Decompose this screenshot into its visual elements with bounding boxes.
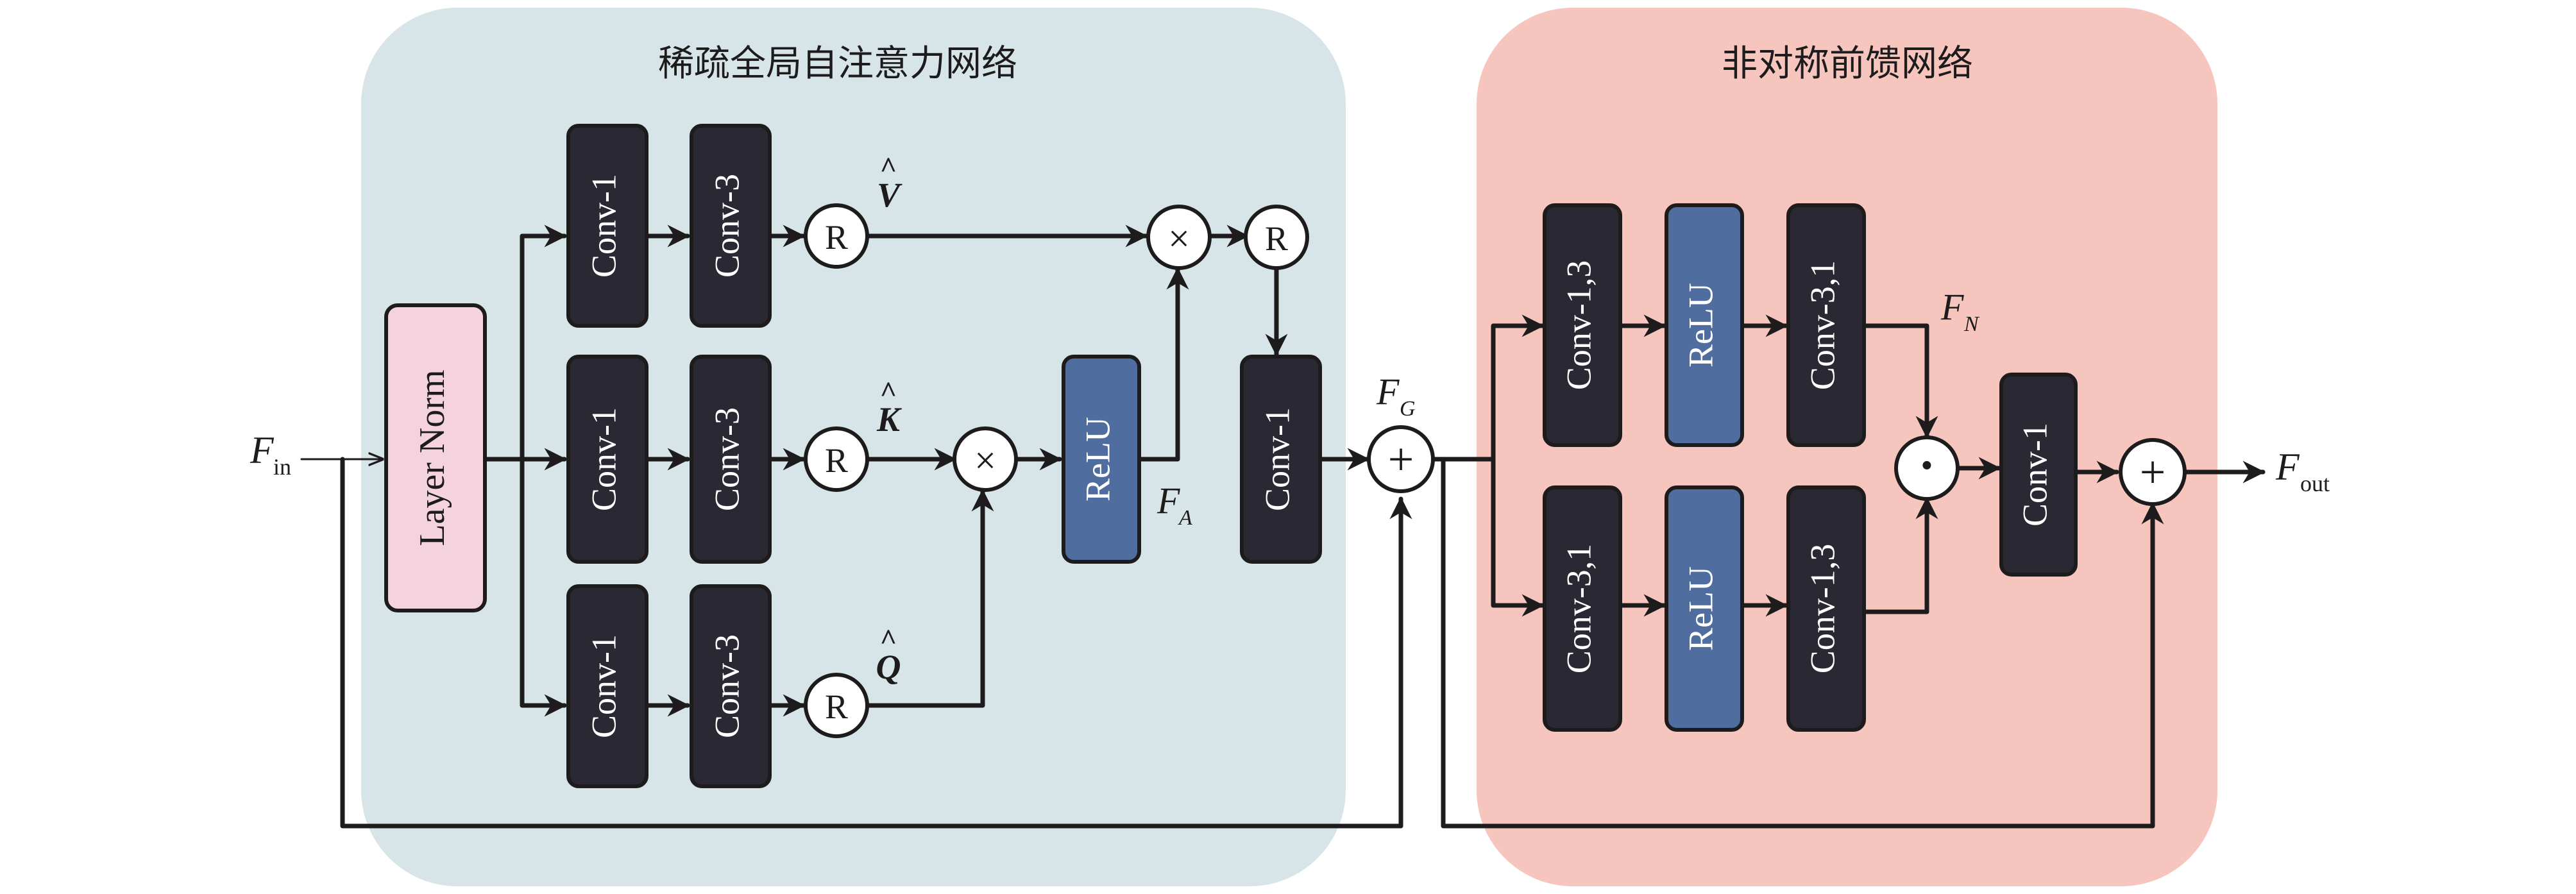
edge-relu-to-multiply-top xyxy=(1137,267,1189,462)
relu-attention-label: ReLU xyxy=(1078,417,1117,502)
reshape-q-symbol: R xyxy=(825,687,848,726)
edge-branch-to-ffn-top xyxy=(1491,314,1545,462)
add-ffn-symbol: + xyxy=(2140,446,2166,498)
f-n-base: F xyxy=(1940,286,1964,328)
edge-branch-to-conv1-q xyxy=(520,457,567,717)
attention-panel-title: 稀疏全局自注意力网络 xyxy=(658,43,1017,85)
conv3-k-label: Conv-3 xyxy=(708,407,746,511)
multiply-v-symbol: × xyxy=(1168,217,1190,260)
ffn-panel-title: 非对称前馈网络 xyxy=(1722,43,1973,85)
ffn-conv1-out-block: Conv-1 xyxy=(1999,373,2078,577)
hadamard-symbol: · xyxy=(1919,437,1936,494)
ffn-conv31-bottom-label: Conv-3,1 xyxy=(1559,544,1598,674)
edge-branch-to-ffn-bottom xyxy=(1491,457,1545,617)
f-a-sub: A xyxy=(1178,506,1192,530)
multiply-kq-symbol: × xyxy=(974,439,996,482)
edge-branch-to-conv1-v xyxy=(520,224,567,462)
f-n-label: F N xyxy=(1940,286,1980,336)
f-a-label: F A xyxy=(1157,480,1192,530)
edge-residual-ffn xyxy=(1441,457,2164,829)
q-hat-accent: ^ xyxy=(880,623,897,655)
k-hat-accent: ^ xyxy=(880,375,897,408)
q-hat-base: Q xyxy=(876,648,901,686)
f-g-sub: G xyxy=(1400,397,1416,421)
q-hat-label: ^ Q xyxy=(876,623,901,686)
conv1-v-block: Conv-1 xyxy=(566,124,648,328)
reshape-out-node: R xyxy=(1244,205,1309,270)
conv3-v-label: Conv-3 xyxy=(708,174,746,278)
add-attention-node: + xyxy=(1367,425,1435,493)
k-hat-base: K xyxy=(876,400,902,439)
f-in-label: F in xyxy=(250,429,291,480)
f-g-base: F xyxy=(1376,371,1400,412)
reshape-v-symbol: R xyxy=(825,218,848,257)
f-in-base: F xyxy=(250,429,275,471)
add-attention-symbol: + xyxy=(1388,434,1414,485)
edge-ffn-top-to-hadamard xyxy=(1861,323,1938,439)
f-out-label: F out xyxy=(2275,446,2330,496)
f-g-label: F G xyxy=(1376,371,1416,421)
add-ffn-node: + xyxy=(2119,438,2187,506)
ffn-conv1-out-label: Conv-1 xyxy=(2015,423,2054,527)
reshape-out-symbol: R xyxy=(1265,219,1288,258)
ffn-conv31-bottom-block: Conv-3,1 xyxy=(1543,485,1622,732)
layer-norm-label: Layer Norm xyxy=(412,369,452,546)
multiply-kq-node: × xyxy=(953,426,1018,492)
conv3-v-block: Conv-3 xyxy=(690,124,772,328)
edge-q-to-multiply-mid xyxy=(865,489,994,708)
f-in-sub: in xyxy=(273,454,291,480)
ffn-conv31-top-label: Conv-3,1 xyxy=(1803,260,1842,391)
conv1-q-label: Conv-1 xyxy=(584,634,623,738)
hadamard-node: · xyxy=(1894,435,1960,501)
ffn-conv13-bottom-block: Conv-1,3 xyxy=(1786,485,1866,732)
conv1-out-label: Conv-1 xyxy=(1258,407,1296,511)
ffn-conv31-top-block: Conv-3,1 xyxy=(1786,203,1866,447)
f-n-sub: N xyxy=(1963,312,1980,336)
conv1-out-block: Conv-1 xyxy=(1240,355,1322,564)
f-a-base: F xyxy=(1157,480,1180,521)
reshape-v-node: R xyxy=(804,203,869,269)
multiply-v-node: × xyxy=(1146,205,1212,270)
relu-attention-block: ReLU xyxy=(1062,355,1141,564)
conv3-k-block: Conv-3 xyxy=(690,355,772,564)
f-out-sub: out xyxy=(2300,471,2330,496)
v-hat-base: V xyxy=(877,176,902,214)
f-out-base: F xyxy=(2275,446,2300,488)
ffn-conv13-top-label: Conv-1,3 xyxy=(1559,260,1598,391)
v-hat-label: ^ V xyxy=(877,151,902,214)
conv1-k-label: Conv-1 xyxy=(584,407,623,511)
edge-residual-attention xyxy=(340,457,1412,829)
v-hat-accent: ^ xyxy=(880,151,897,183)
reshape-q-node: R xyxy=(804,673,869,738)
ffn-relu-top-label: ReLU xyxy=(1681,283,1720,367)
layer-norm-block: Layer Norm xyxy=(384,303,487,612)
ffn-relu-bottom-block: ReLU xyxy=(1665,485,1744,732)
edge-ffn-bottom-to-hadamard xyxy=(1861,496,1938,614)
conv3-q-label: Conv-3 xyxy=(708,634,746,738)
k-hat-label: ^ K xyxy=(876,375,902,439)
conv1-k-block: Conv-1 xyxy=(566,355,648,564)
ffn-relu-bottom-label: ReLU xyxy=(1681,566,1720,651)
ffn-relu-top-block: ReLU xyxy=(1665,203,1744,447)
conv3-q-block: Conv-3 xyxy=(690,584,772,788)
ffn-conv13-bottom-label: Conv-1,3 xyxy=(1803,544,1842,674)
conv1-q-block: Conv-1 xyxy=(566,584,648,788)
reshape-k-node: R xyxy=(804,426,869,492)
ffn-conv13-top-block: Conv-1,3 xyxy=(1543,203,1622,447)
conv1-v-label: Conv-1 xyxy=(584,174,623,278)
reshape-k-symbol: R xyxy=(825,441,848,480)
